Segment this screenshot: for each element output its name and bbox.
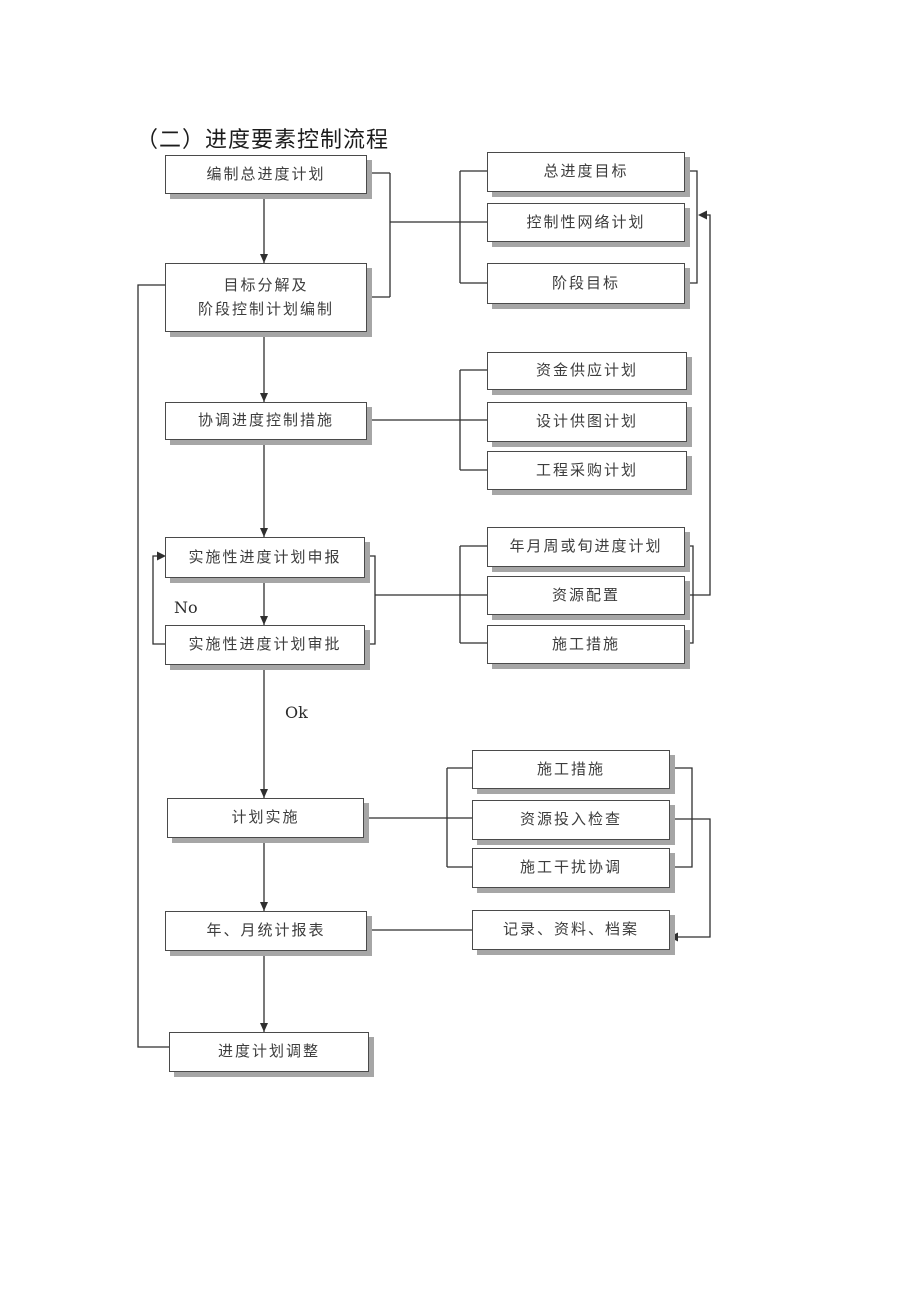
node-construction-measures-plan: 施工措施 — [487, 625, 685, 664]
node-overall-schedule-goal: 总进度目标 — [487, 152, 685, 192]
arrowheads — [157, 210, 707, 1032]
node-goal-decompose-stage-plan: 目标分解及 阶段控制计划编制 — [165, 263, 367, 332]
node-compile-overall-schedule: 编制总进度计划 — [165, 155, 367, 194]
node-resource-input-check: 资源投入检查 — [472, 800, 670, 840]
page-title: （二）进度要素控制流程 — [136, 128, 390, 153]
edge-label-ok: Ok — [285, 703, 308, 722]
node-construction-interference-coordination: 施工干扰协调 — [472, 848, 670, 888]
node-plan-execution: 计划实施 — [167, 798, 364, 838]
node-records-data-archives: 记录、资料、档案 — [472, 910, 670, 950]
edge-label-no: No — [174, 598, 198, 617]
node-monthly-annual-reports: 年、月统计报表 — [165, 911, 367, 951]
node-procurement-plan: 工程采购计划 — [487, 451, 687, 490]
node-periodic-progress-plan: 年月周或旬进度计划 — [487, 527, 685, 567]
node-fund-supply-plan: 资金供应计划 — [487, 352, 687, 390]
node-implementation-plan-approval: 实施性进度计划审批 — [165, 625, 365, 665]
node-schedule-adjustment: 进度计划调整 — [169, 1032, 369, 1072]
node-design-drawing-plan: 设计供图计划 — [487, 402, 687, 442]
node-coordinate-control-measures: 协调进度控制措施 — [165, 402, 367, 440]
node-resource-allocation: 资源配置 — [487, 576, 685, 615]
node-implementation-plan-submission: 实施性进度计划申报 — [165, 537, 365, 578]
node-controlling-network-plan: 控制性网络计划 — [487, 203, 685, 242]
node-stage-goal: 阶段目标 — [487, 263, 685, 304]
node-construction-measures-exec: 施工措施 — [472, 750, 670, 789]
